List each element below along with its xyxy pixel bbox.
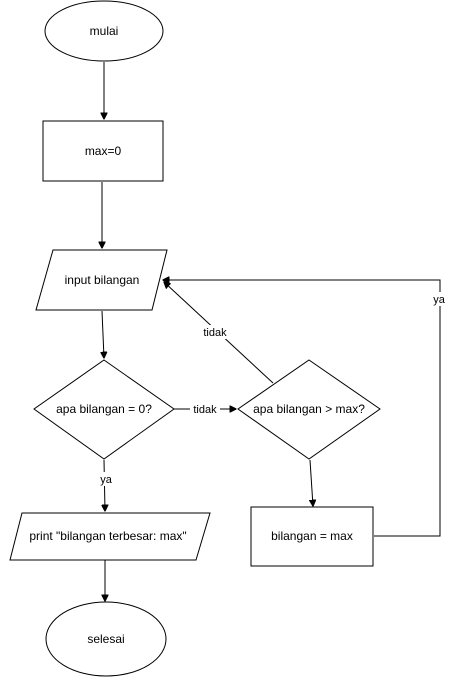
edge-assign-to-input — [163, 280, 441, 537]
node-end-label: selesai — [87, 632, 124, 646]
node-check-zero: apa bilangan = 0? — [33, 359, 175, 460]
node-check-zero-label: apa bilangan = 0? — [56, 402, 152, 416]
node-check-max-label: apa bilangan > max? — [253, 402, 365, 416]
edge-label-zero-yes: ya — [100, 474, 113, 486]
node-check-max: apa bilangan > max? — [237, 359, 381, 460]
node-init-label: max=0 — [85, 144, 122, 158]
edge-label-max-no: tidak — [203, 327, 227, 339]
node-print: print "bilangan terbesar: max" — [9, 512, 211, 561]
edge-check-max-to-assign — [310, 459, 313, 506]
edge-label-zero-no: tidak — [193, 404, 217, 416]
node-print-label: print "bilangan terbesar: max" — [29, 529, 186, 543]
edge-input-to-check-zero — [102, 310, 104, 358]
node-end: selesai — [45, 601, 167, 677]
node-start-label: mulai — [90, 24, 119, 38]
node-input-label: input bilangan — [65, 273, 140, 287]
edge-label-assign-back: ya — [433, 294, 446, 306]
node-input: input bilangan — [35, 249, 168, 311]
node-assign-label: bilangan = max — [271, 529, 353, 543]
node-assign: bilangan = max — [250, 506, 374, 567]
node-start: mulai — [44, 0, 164, 62]
nodes: mulai max=0 input bilangan apa bilangan … — [9, 0, 381, 677]
edge-labels: tidak ya tidak ya — [98, 292, 448, 486]
node-init: max=0 — [42, 120, 164, 182]
